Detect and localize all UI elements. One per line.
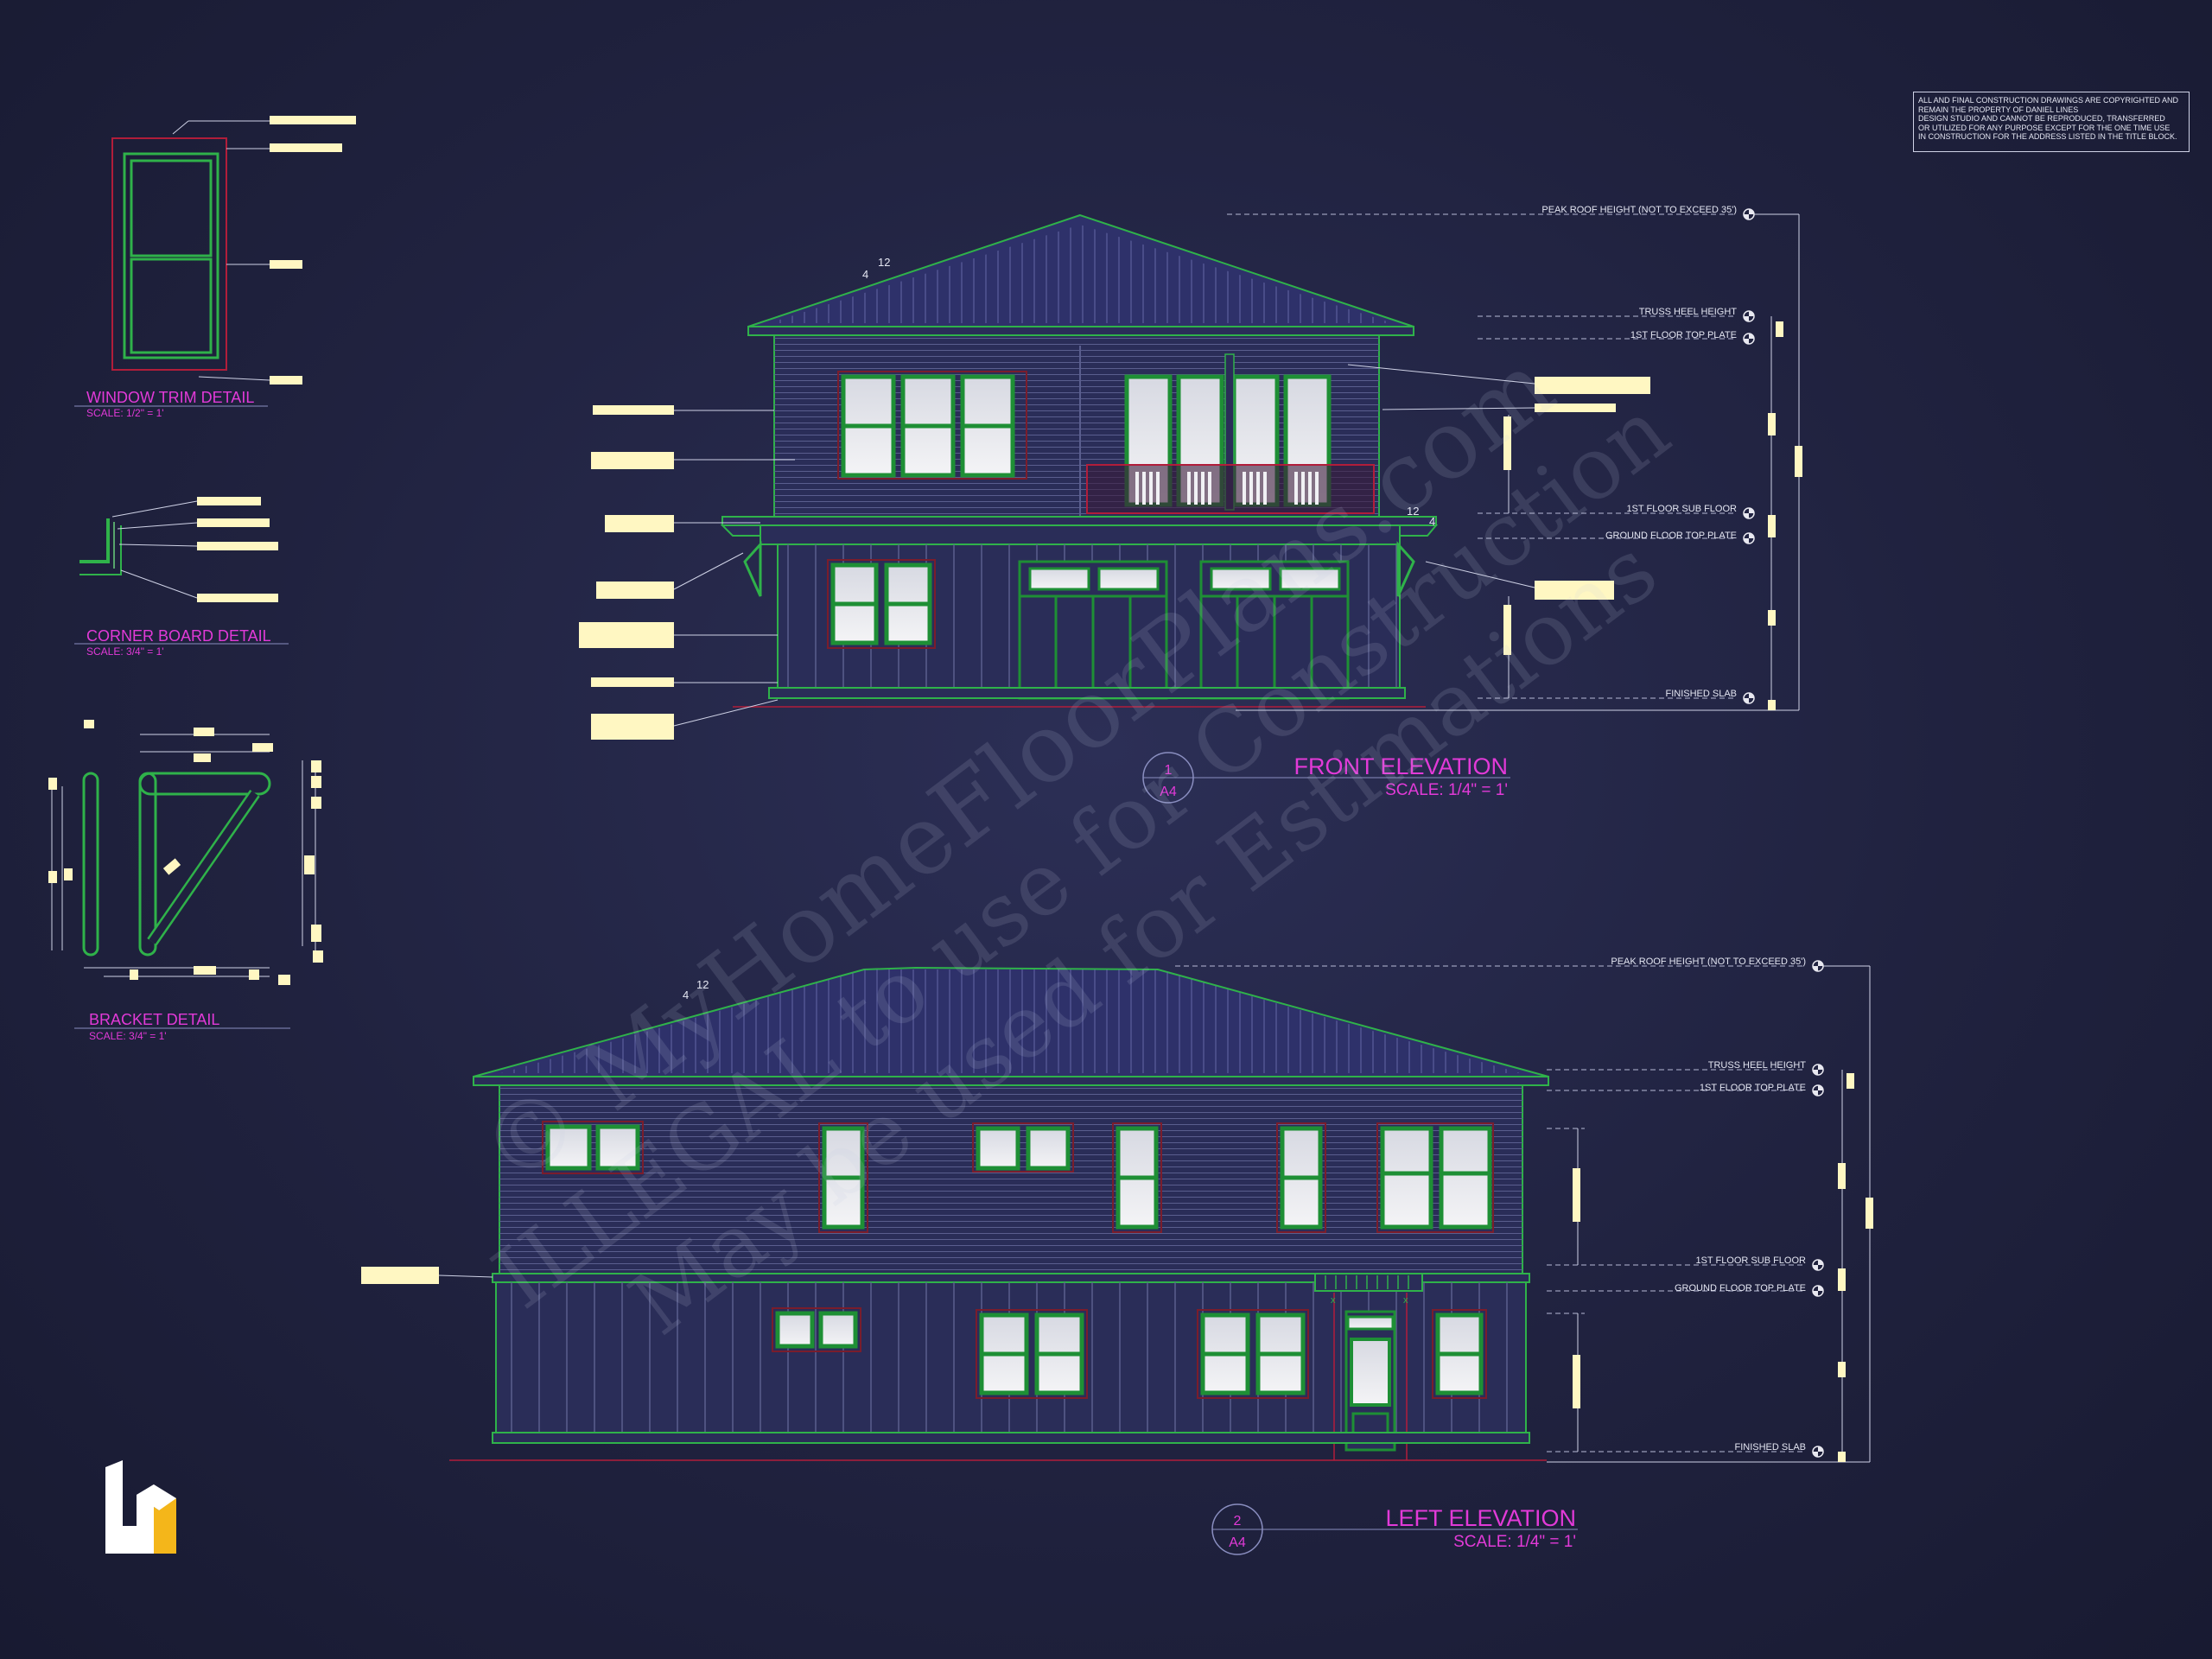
left-level-finished-slab: FINISHED SLAB [1734, 1442, 1806, 1452]
front-pitch-rise-right: 4 [1429, 515, 1435, 528]
corner-board-detail-scale: SCALE: 3/4" = 1' [86, 645, 164, 658]
front-elevation-tag-sheet: A4 [1160, 785, 1177, 799]
corner-board-detail-title: CORNER BOARD DETAIL [86, 627, 271, 645]
front-pitch-run-right: 12 [1407, 505, 1419, 518]
bracket-detail-title: BRACKET DETAIL [89, 1011, 219, 1028]
front-level-peak: PEAK ROOF HEIGHT (NOT TO EXCEED 35') [1541, 205, 1737, 215]
front-pitch-run: 12 [878, 256, 890, 269]
left-lower-windows [772, 1307, 1487, 1399]
left-entry-door: x x [1331, 1293, 1408, 1460]
left-level-peak: PEAK ROOF HEIGHT (NOT TO EXCEED 35') [1611, 957, 1806, 967]
bracket-detail-scale: SCALE: 3/4" = 1' [89, 1030, 167, 1042]
copyright-line: IN CONSTRUCTION FOR THE ADDRESS LISTED I… [1918, 132, 2177, 141]
front-level-first-sub-floor: 1ST FLOOR SUB FLOOR [1626, 504, 1737, 514]
copyright-line: REMAIN THE PROPERTY OF DANIEL LINES [1918, 105, 2079, 114]
window-trim-detail: WINDOW TRIM DETAIL SCALE: 1/2" = 1' [74, 116, 356, 419]
corner-board-detail: CORNER BOARD DETAIL SCALE: 3/4" = 1' [74, 497, 289, 658]
copyright-line: DESIGN STUDIO AND CANNOT BE REPRODUCED, … [1918, 114, 2165, 123]
copyright-line: ALL AND FINAL CONSTRUCTION DRAWINGS ARE … [1918, 96, 2179, 105]
front-level-ground-top-plate: GROUND FLOOR TOP PLATE [1605, 531, 1737, 541]
front-level-truss-heel: TRUSS HEEL HEIGHT [1639, 307, 1738, 317]
window-trim-detail-title: WINDOW TRIM DETAIL [86, 389, 254, 406]
left-upper-windows [542, 1121, 1494, 1233]
front-lower-window-group [827, 559, 936, 649]
front-level-finished-slab: FINISHED SLAB [1665, 689, 1737, 699]
brand-logo [105, 1460, 176, 1554]
left-level-truss-heel: TRUSS HEEL HEIGHT [1708, 1060, 1807, 1071]
left-elevation-scale: SCALE: 1/4" = 1' [1453, 1533, 1576, 1551]
left-pitch-run: 12 [696, 978, 709, 991]
front-elevation-title: FRONT ELEVATION [1294, 753, 1508, 779]
left-elevation-tag-number: 2 [1234, 1514, 1242, 1529]
front-balcony-doors [1086, 353, 1375, 514]
svg-text:x: x [1403, 1295, 1408, 1306]
left-elevation-drawing: x x 12 4 [361, 957, 1873, 1555]
front-upper-window-group [837, 371, 1027, 480]
front-elevation-scale: SCALE: 1/4" = 1' [1385, 781, 1508, 799]
left-level-first-sub-floor: 1ST FLOOR SUB FLOOR [1695, 1255, 1806, 1266]
left-level-first-top-plate: 1ST FLOOR TOP PLATE [1700, 1083, 1806, 1093]
front-elevation-drawing: 12 4 12 4 [579, 205, 1802, 804]
left-elevation-title: LEFT ELEVATION [1385, 1505, 1576, 1531]
front-elevation-tag-number: 1 [1165, 763, 1173, 778]
copyright-line: OR UTILIZED FOR ANY PURPOSE EXCEPT FOR T… [1918, 123, 2171, 132]
front-pitch-rise: 4 [862, 268, 868, 281]
left-level-ground-top-plate: GROUND FLOOR TOP PLATE [1675, 1283, 1806, 1294]
left-pitch-rise: 4 [683, 988, 689, 1001]
copyright-notice: ALL AND FINAL CONSTRUCTION DRAWINGS ARE … [1913, 92, 2190, 152]
svg-text:x: x [1331, 1295, 1336, 1306]
front-level-first-top-plate: 1ST FLOOR TOP PLATE [1630, 330, 1737, 340]
bracket-detail: BRACKET DETAIL SCALE: 3/4" = 1' [48, 720, 323, 1042]
left-elevation-tag-sheet: A4 [1229, 1535, 1246, 1550]
window-trim-detail-scale: SCALE: 1/2" = 1' [86, 407, 164, 419]
